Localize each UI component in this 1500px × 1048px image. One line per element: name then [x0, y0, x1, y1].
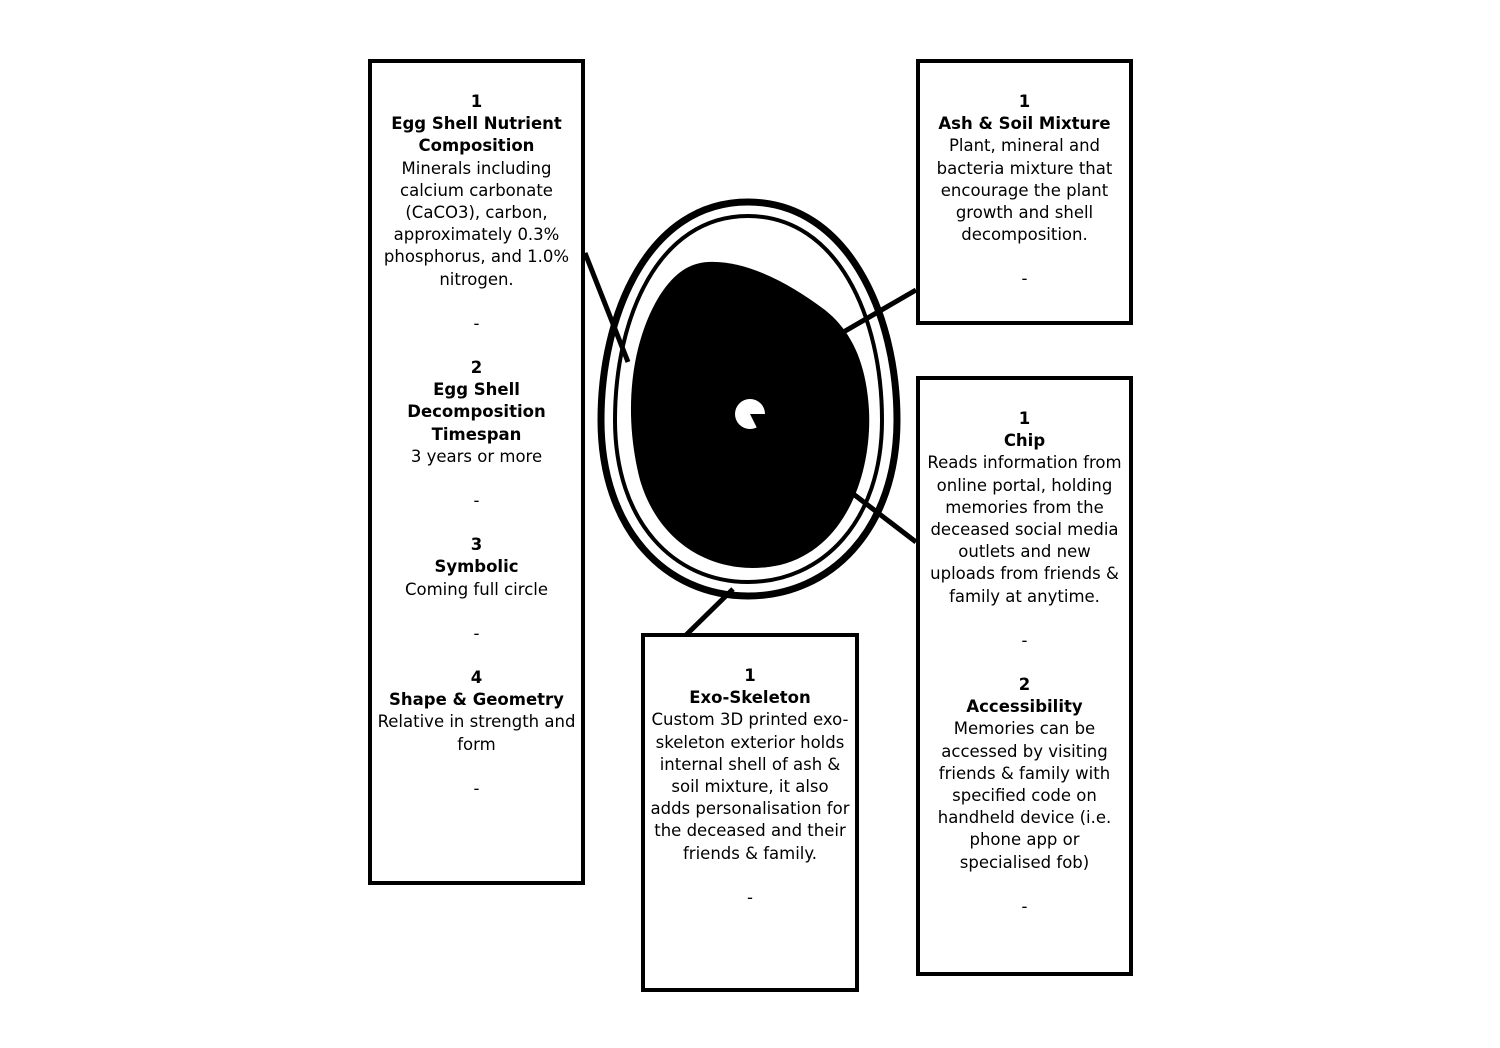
section-number: 1 — [470, 92, 483, 111]
section-description: Minerals including calcium carbonate (Ca… — [383, 158, 570, 289]
connector-left — [582, 252, 631, 363]
connector-right — [850, 491, 918, 544]
section-number: 3 — [470, 535, 483, 555]
section-number: 1 — [744, 666, 756, 685]
section-title: Exo-Skeleton — [689, 688, 811, 708]
section-decomposition-timespan: 2 Egg Shell Decomposition Timespan 3 yea… — [376, 357, 577, 512]
section-title: Egg Shell Decomposition Timespan — [407, 380, 546, 444]
info-box-top-right: 1 Ash & Soil Mixture Plant, mineral and … — [916, 59, 1133, 325]
section-ash-soil-mixture: 1 Ash & Soil Mixture Plant, mineral and … — [924, 91, 1125, 291]
section-separator: - — [747, 887, 753, 907]
section-separator: - — [473, 778, 480, 798]
info-box-bottom: 1 Exo-Skeleton Custom 3D printed exo-ske… — [641, 633, 859, 992]
outer-shell — [597, 198, 901, 600]
section-title: Shape & Geometry — [389, 690, 564, 710]
chip-icon-notch — [750, 414, 768, 430]
section-accessibility: 2 Accessibility Memories can be accessed… — [924, 674, 1125, 918]
section-description: 3 years or more — [410, 446, 543, 466]
section-title: Symbolic — [434, 557, 519, 577]
info-box-right: 1 Chip Reads information from online por… — [916, 376, 1133, 976]
section-separator: - — [473, 623, 480, 643]
section-symbolic: 3 Symbolic Coming full circle - — [376, 534, 577, 645]
section-number: 2 — [470, 358, 483, 378]
inner-shell — [612, 213, 885, 585]
section-number: 2 — [1018, 675, 1031, 695]
info-box-left: 1 Egg Shell Nutrient Composition Mineral… — [368, 59, 585, 885]
section-description: Reads information from online portal, ho… — [927, 453, 1122, 606]
section-description: Plant, mineral and bacteria mixture that… — [936, 136, 1113, 245]
section-description: Relative in strength and form — [377, 712, 576, 754]
section-title: Accessibility — [966, 697, 1083, 717]
section-description: Memories can be accessed by visiting fri… — [937, 719, 1112, 872]
section-title: Ash & Soil Mixture — [938, 114, 1111, 134]
section-number: 4 — [470, 668, 483, 688]
section-number: 1 — [1018, 92, 1031, 111]
section-separator: - — [1021, 269, 1028, 289]
section-separator: - — [1021, 630, 1028, 650]
section-separator: - — [1021, 896, 1028, 916]
section-exo-skeleton: 1 Exo-Skeleton Custom 3D printed exo-ske… — [649, 665, 851, 909]
section-description: Coming full circle — [404, 579, 548, 599]
section-chip: 1 Chip Reads information from online por… — [924, 408, 1125, 652]
section-title: Chip — [1003, 431, 1046, 451]
section-separator: - — [473, 491, 480, 511]
section-number: 1 — [1018, 409, 1031, 428]
section-title: Egg Shell Nutrient Composition — [391, 114, 562, 156]
section-description: Custom 3D printed exo-skeleton exterior … — [650, 710, 850, 863]
section-nutrient-composition: 1 Egg Shell Nutrient Composition Mineral… — [376, 91, 577, 335]
section-separator: - — [473, 313, 480, 333]
section-shape-geometry: 4 Shape & Geometry Relative in strength … — [376, 667, 577, 800]
